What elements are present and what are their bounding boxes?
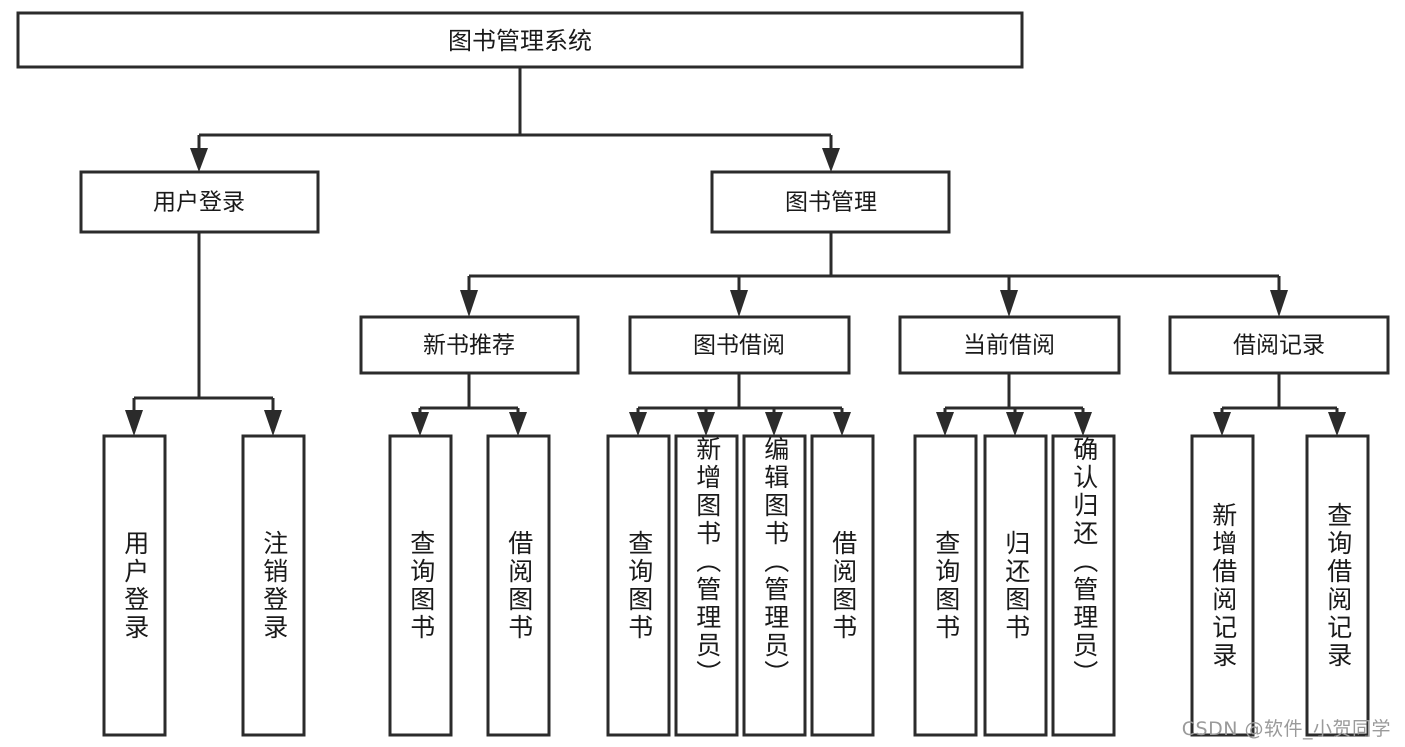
node-current-borrow-box[interactable] [898, 315, 1121, 375]
arrowhead-borrow-record [1270, 290, 1288, 317]
leaf-borrow-book-1-box[interactable] [486, 434, 551, 737]
leaf-borrow-book-2-box[interactable] [810, 434, 875, 737]
node-current-borrow[interactable]: 当前借阅 [898, 315, 1121, 375]
leaf-box-layer [102, 434, 1370, 737]
node-root-box[interactable] [16, 11, 1024, 69]
watermark-text: CSDN @软件_小贺同学 [1181, 718, 1391, 740]
arrowhead-current-borrow [1000, 290, 1018, 317]
leaf-query-record-box[interactable] [1305, 434, 1370, 737]
arrowhead-leaf-user-login [125, 410, 143, 436]
node-borrow-record[interactable]: 借阅记录 [1168, 315, 1390, 375]
arrowhead-user-login [190, 148, 208, 172]
arrowhead-book-management [822, 148, 840, 172]
arrowhead-leaf-query-record [1328, 412, 1346, 436]
arrowhead-leaf-query-book-1 [411, 412, 429, 436]
leaf-add-book-box[interactable] [674, 434, 739, 737]
node-new-book-recommend-box[interactable] [359, 315, 580, 375]
node-user-login[interactable]: 用户登录 [79, 170, 320, 234]
arrowhead-book-borrow [730, 290, 748, 317]
leaf-query-book-1-box[interactable] [388, 434, 453, 737]
leaf-edit-book-box[interactable] [742, 434, 807, 737]
leaf-query-book-2-box[interactable] [606, 434, 671, 737]
node-borrow-record-box[interactable] [1168, 315, 1390, 375]
leaf-confirm-return-box[interactable] [1051, 434, 1116, 737]
arrowhead-leaf-add-record [1213, 412, 1231, 436]
arrowhead-leaf-query-book-2 [629, 412, 647, 436]
node-book-borrow-label: 图书借阅 [693, 333, 785, 359]
node-book-borrow-box[interactable] [628, 315, 851, 375]
leaf-add-record-box[interactable] [1190, 434, 1255, 737]
node-user-login-box[interactable] [79, 170, 320, 234]
leaf-user-login-box[interactable] [102, 434, 167, 737]
arrowhead-leaf-borrow-book-2 [833, 412, 851, 436]
node-current-borrow-label: 当前借阅 [963, 333, 1055, 359]
arrowhead-leaf-return-book [1006, 412, 1024, 436]
arrowhead-new-book-recommend [460, 290, 478, 317]
arrowhead-leaf-logout-login [264, 410, 282, 436]
node-new-book-recommend-label: 新书推荐 [423, 333, 515, 359]
leaf-logout-login-box[interactable] [241, 434, 306, 737]
arrowhead-leaf-edit-book [765, 412, 783, 436]
leaf-query-book-3-box[interactable] [913, 434, 978, 737]
connector-layer [125, 67, 1346, 436]
node-book-management-box[interactable] [710, 170, 951, 234]
node-book-borrow[interactable]: 图书借阅 [628, 315, 851, 375]
node-book-management[interactable]: 图书管理 [710, 170, 951, 234]
node-user-login-label: 用户登录 [153, 190, 245, 216]
node-book-management-label: 图书管理 [785, 190, 877, 216]
node-new-book-recommend[interactable]: 新书推荐 [359, 315, 580, 375]
arrowhead-leaf-query-book-3 [936, 412, 954, 436]
arrowhead-leaf-borrow-book-1 [509, 412, 527, 436]
leaf-return-book-box[interactable] [983, 434, 1048, 737]
node-borrow-record-label: 借阅记录 [1233, 333, 1325, 359]
arrowhead-leaf-confirm-return [1074, 412, 1092, 436]
node-root[interactable]: 图书管理系统 [16, 11, 1024, 69]
arrowhead-leaf-add-book [697, 412, 715, 436]
node-root-label: 图书管理系统 [448, 27, 592, 55]
